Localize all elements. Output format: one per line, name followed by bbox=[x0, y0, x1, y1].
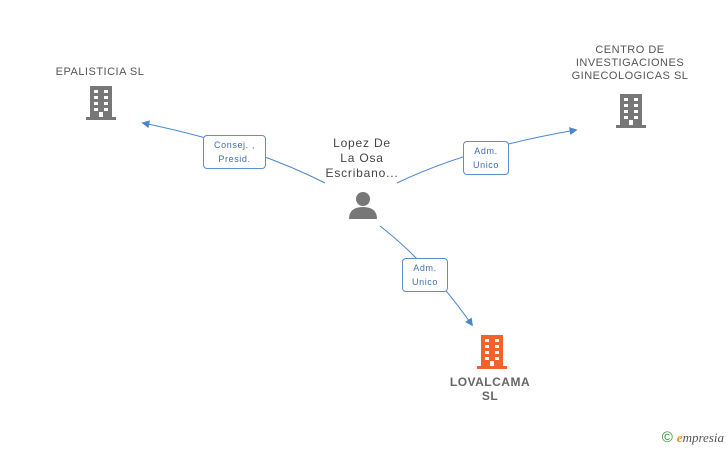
edge-label-adm-unico-centro[interactable]: Adm. Unico bbox=[463, 141, 509, 175]
edge-label-consej-presid[interactable]: Consej. , Presid. bbox=[203, 135, 266, 169]
person-node[interactable]: Lopez De La Osa Escribano... bbox=[310, 136, 414, 181]
person-name-line: La Osa bbox=[340, 151, 384, 165]
building-icon[interactable] bbox=[616, 94, 646, 128]
edge-label-line: Adm. bbox=[474, 146, 498, 156]
company-name-line: GINECOLOGICAS SL bbox=[571, 70, 689, 82]
person-name-line: Lopez De bbox=[333, 136, 391, 150]
edge-label-line: Unico bbox=[411, 277, 438, 287]
company-name: EPALISTICIA SL bbox=[55, 66, 145, 78]
person-name-line: Escribano... bbox=[325, 166, 399, 180]
edge-label-line: Consej. , bbox=[214, 140, 255, 150]
copyright-symbol: © bbox=[661, 429, 673, 446]
building-icon[interactable] bbox=[477, 335, 507, 369]
person-icon[interactable] bbox=[348, 191, 378, 219]
brand-initial: e bbox=[676, 429, 683, 445]
edge-label-adm-unico-lovalcama[interactable]: Adm. Unico bbox=[402, 258, 448, 292]
edge-label-line: Presid. bbox=[218, 154, 251, 164]
company-name-line: SL bbox=[481, 389, 499, 403]
company-name-line: CENTRO DE bbox=[595, 44, 665, 56]
company-name-line: LOVALCAMA bbox=[449, 375, 531, 389]
edge-label-line: Adm. bbox=[413, 263, 437, 273]
building-icon[interactable] bbox=[86, 86, 116, 120]
company-name-line: INVESTIGACIONES bbox=[575, 57, 685, 69]
edge-label-line: Unico bbox=[472, 160, 499, 170]
company-node-epalisticia[interactable]: EPALISTICIA SL bbox=[40, 66, 160, 79]
empresia-logo: © empresia bbox=[662, 429, 724, 446]
brand-name: empresia bbox=[677, 430, 724, 446]
brand-rest: mpresia bbox=[682, 429, 724, 445]
company-node-centro[interactable]: CENTRO DE INVESTIGACIONES GINECOLOGICAS … bbox=[560, 44, 700, 83]
company-node-lovalcama[interactable]: LOVALCAMA SL bbox=[430, 375, 550, 403]
